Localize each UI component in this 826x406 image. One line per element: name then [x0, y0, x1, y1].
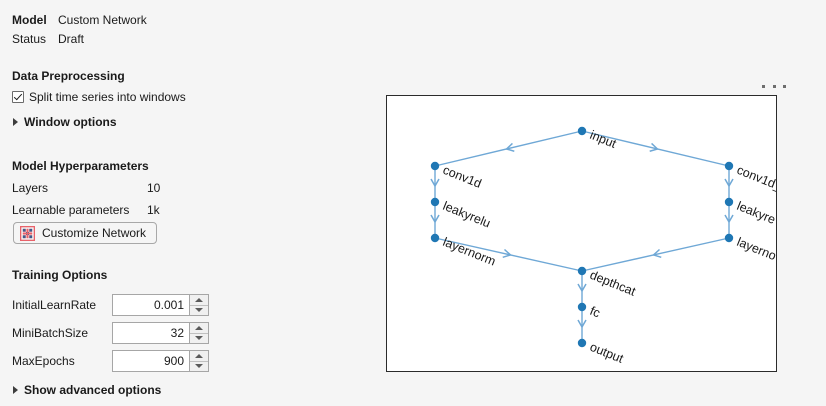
minibatchsize-label: MiniBatchSize [12, 326, 89, 340]
training-options-heading: Training Options [12, 268, 108, 282]
initiallearnrate-increment-button[interactable] [190, 295, 208, 306]
caret-down-icon [195, 336, 203, 341]
caret-down-icon [195, 364, 203, 369]
ellipsis-dot [783, 84, 786, 88]
initiallearnrate-stepper[interactable] [112, 294, 209, 316]
window-options-disclosure[interactable]: Window options [13, 115, 117, 129]
network-icon [20, 225, 35, 241]
model-label: Model [12, 13, 47, 27]
graph-node-label-conv1d_r: conv1d_ [735, 163, 776, 194]
settings-panel: Model Custom Network Status Draft Data P… [0, 0, 370, 406]
caret-up-icon [195, 353, 203, 358]
split-time-series-checkbox[interactable] [12, 91, 24, 103]
chevron-right-icon [13, 386, 18, 394]
learnable-parameters-value: 1k [147, 203, 160, 217]
graph-node-output[interactable] [577, 338, 587, 348]
status-label: Status [12, 32, 47, 46]
graph-edge-arrow-icon [502, 248, 512, 259]
split-time-series-label: Split time series into windows [29, 90, 186, 104]
caret-down-icon [195, 308, 203, 313]
ellipsis-dot [772, 84, 776, 88]
graph-node-leakyrelu_r[interactable] [724, 197, 734, 207]
graph-overflow-menu-button[interactable] [762, 79, 786, 93]
minibatchsize-input[interactable] [112, 322, 189, 344]
graph-edge-arrow-icon [430, 178, 440, 188]
minibatchsize-spinner[interactable] [189, 322, 209, 344]
layers-value: 10 [147, 181, 161, 195]
graph-node-conv1d_r[interactable] [724, 161, 734, 171]
graph-edge [434, 237, 583, 272]
layers-label: Layers [12, 181, 49, 195]
window-options-label: Window options [24, 115, 117, 129]
graph-node-label-fc: fc [588, 304, 602, 321]
status-value: Draft [58, 32, 85, 46]
maxepochs-stepper[interactable] [112, 350, 209, 372]
graph-node-fc[interactable] [577, 302, 587, 312]
learnable-parameters-label: Learnable parameters [12, 203, 130, 217]
network-graph-panel[interactable]: input conv1d leakyrelu layernorm conv1d_leak… [386, 95, 777, 372]
graph-node-label-leakyrelu_r: leakyre [735, 199, 776, 227]
graph-edge-arrow-icon [724, 178, 734, 188]
graph-node-label-conv1d_l: conv1d [441, 163, 484, 191]
ellipsis-dot [762, 84, 765, 88]
graph-edge-arrow-icon [649, 142, 659, 152]
graph-node-conv1d_l[interactable] [430, 161, 440, 171]
layers-row: Layers 10 [12, 181, 160, 195]
graph-node-input[interactable] [577, 126, 587, 136]
caret-up-icon [195, 297, 203, 302]
minibatchsize-stepper[interactable] [112, 322, 209, 344]
graph-node-label-layernorm_l: layernorm [441, 235, 498, 269]
graph-edge [434, 130, 583, 167]
graph-edge [581, 130, 730, 167]
initiallearnrate-input[interactable] [112, 294, 189, 316]
graph-node-depthcat[interactable] [577, 266, 587, 276]
network-graph: input conv1d leakyrelu layernorm conv1d_leak… [430, 126, 776, 366]
model-hyperparameters-heading: Model Hyperparameters [12, 159, 149, 173]
graph-node-label-input: input [588, 128, 619, 151]
minibatchsize-increment-button[interactable] [190, 323, 208, 334]
initiallearnrate-spinner[interactable] [189, 294, 209, 316]
maxepochs-label: MaxEpochs [12, 354, 75, 368]
initiallearnrate-label: InitialLearnRate [12, 298, 97, 312]
initiallearnrate-decrement-button[interactable] [190, 306, 208, 316]
maxepochs-decrement-button[interactable] [190, 362, 208, 372]
initiallearnrate-row: InitialLearnRate [12, 294, 209, 316]
maxepochs-row: MaxEpochs [12, 350, 209, 372]
graph-node-label-output: output [588, 340, 626, 366]
graph-node-label-leakyrelu_l: leakyrelu [441, 199, 493, 231]
graph-edge-arrow-icon [430, 214, 440, 224]
maxepochs-increment-button[interactable] [190, 351, 208, 362]
graph-edge-arrow-icon [505, 142, 515, 152]
graph-edge-arrow-icon [724, 214, 734, 224]
minibatchsize-row: MiniBatchSize [12, 322, 209, 344]
show-advanced-options-label: Show advanced options [24, 383, 162, 397]
learnable-parameters-row: Learnable parameters 1k [12, 203, 160, 217]
model-value: Custom Network [58, 13, 147, 27]
data-preprocessing-heading: Data Preprocessing [12, 69, 125, 83]
graph-node-layernorm_l[interactable] [430, 233, 440, 243]
graph-edge-arrow-icon [652, 248, 662, 259]
customize-network-button-label: Customize Network [42, 226, 147, 240]
model-row: Model Custom Network [12, 13, 147, 27]
maxepochs-spinner[interactable] [189, 350, 209, 372]
graph-node-label-layernorm_r: layerno [735, 235, 776, 263]
status-row: Status Draft [12, 32, 84, 46]
graph-edge-arrow-icon [577, 319, 587, 329]
chevron-right-icon [13, 118, 18, 126]
graph-node-leakyrelu_l[interactable] [430, 197, 440, 207]
caret-up-icon [195, 325, 203, 330]
split-time-series-checkbox-row[interactable]: Split time series into windows [12, 90, 186, 104]
graph-node-layernorm_r[interactable] [724, 233, 734, 243]
maxepochs-input[interactable] [112, 350, 189, 372]
graph-edge [581, 237, 730, 272]
minibatchsize-decrement-button[interactable] [190, 334, 208, 344]
customize-network-button[interactable]: Customize Network [13, 222, 158, 244]
graph-node-label-depthcat: depthcat [588, 268, 638, 299]
show-advanced-options-disclosure[interactable]: Show advanced options [13, 383, 161, 397]
graph-edge-arrow-icon [577, 283, 587, 293]
